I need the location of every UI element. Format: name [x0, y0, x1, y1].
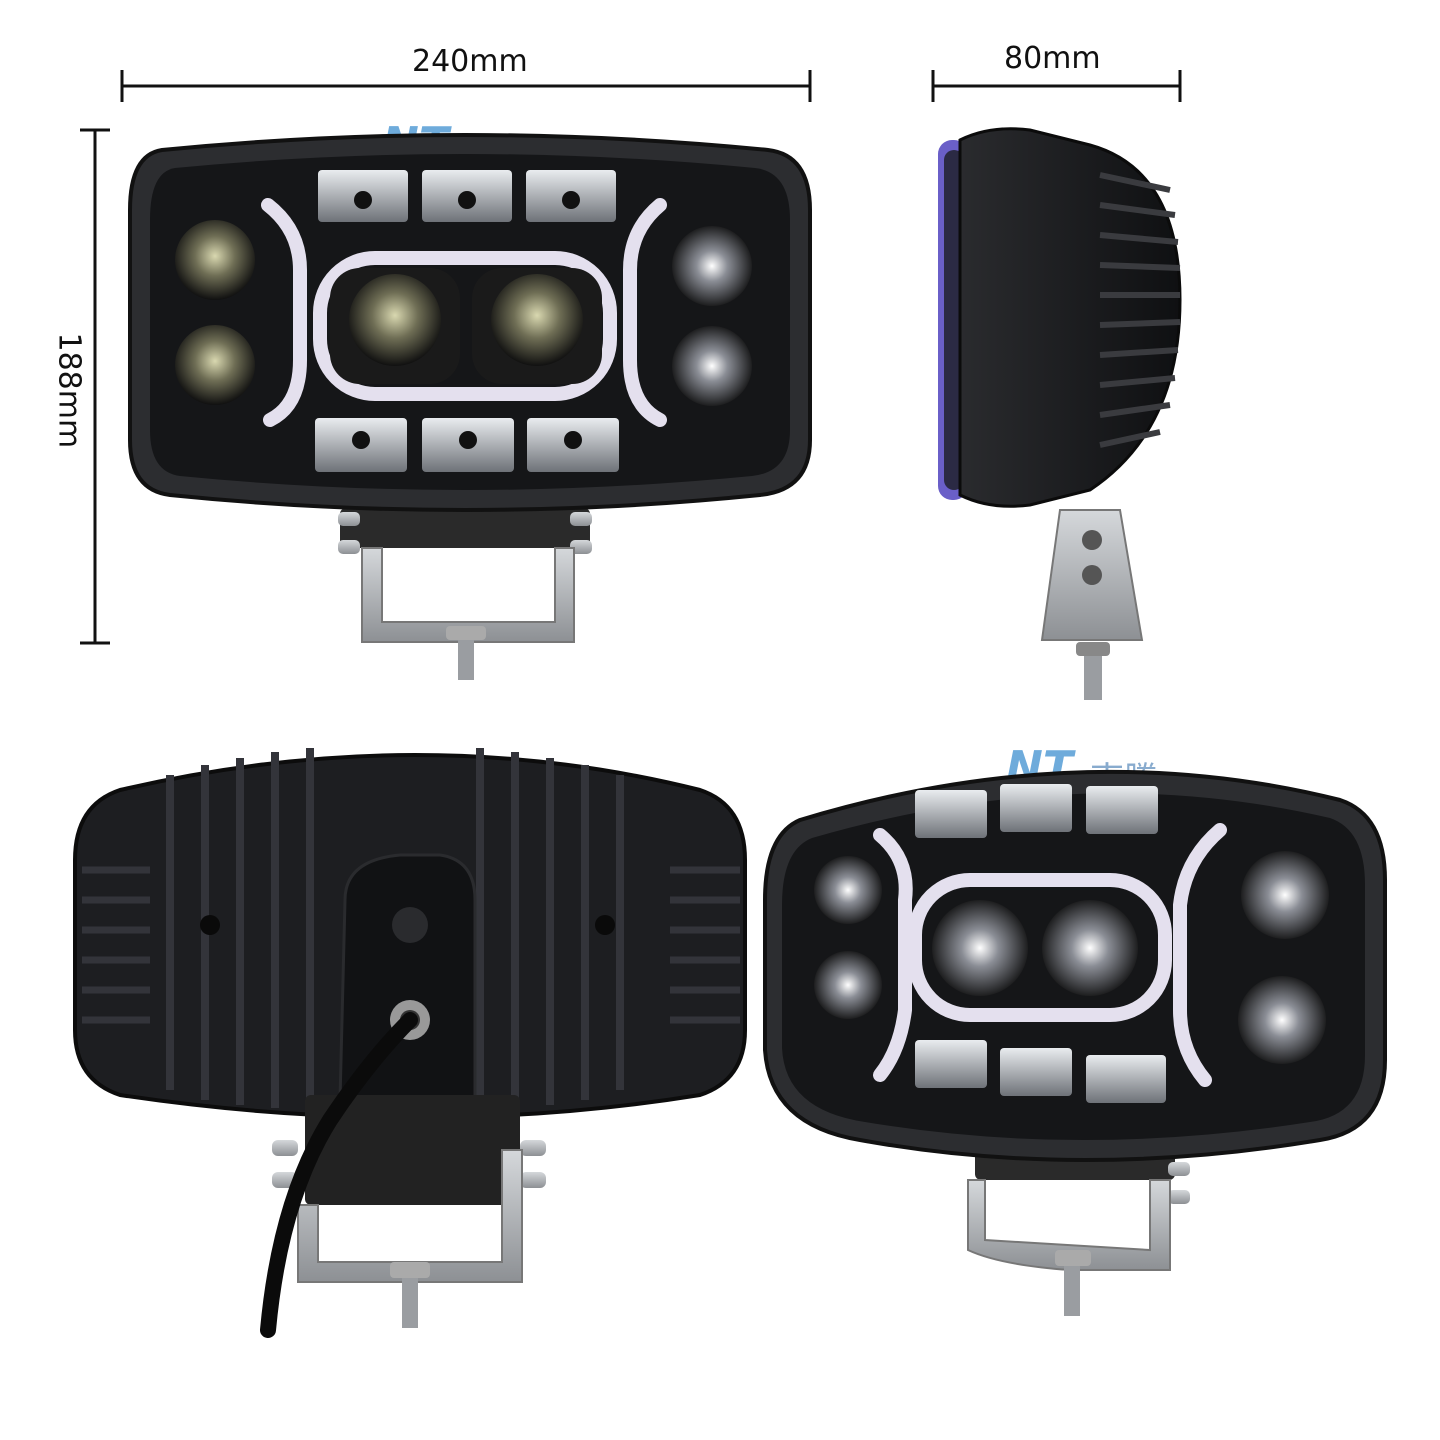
front-view-lamp	[128, 133, 812, 680]
angled-view-lamp	[763, 769, 1387, 1316]
depth-dimension-label: 80mm	[1004, 41, 1101, 76]
side-view-lamp	[938, 127, 1182, 700]
height-dimension-line	[80, 128, 110, 645]
rear-view-lamp	[73, 748, 747, 1338]
depth-dimension-line	[931, 70, 1182, 102]
width-dimension-label: 240mm	[412, 44, 528, 79]
width-dimension-line	[120, 70, 812, 102]
